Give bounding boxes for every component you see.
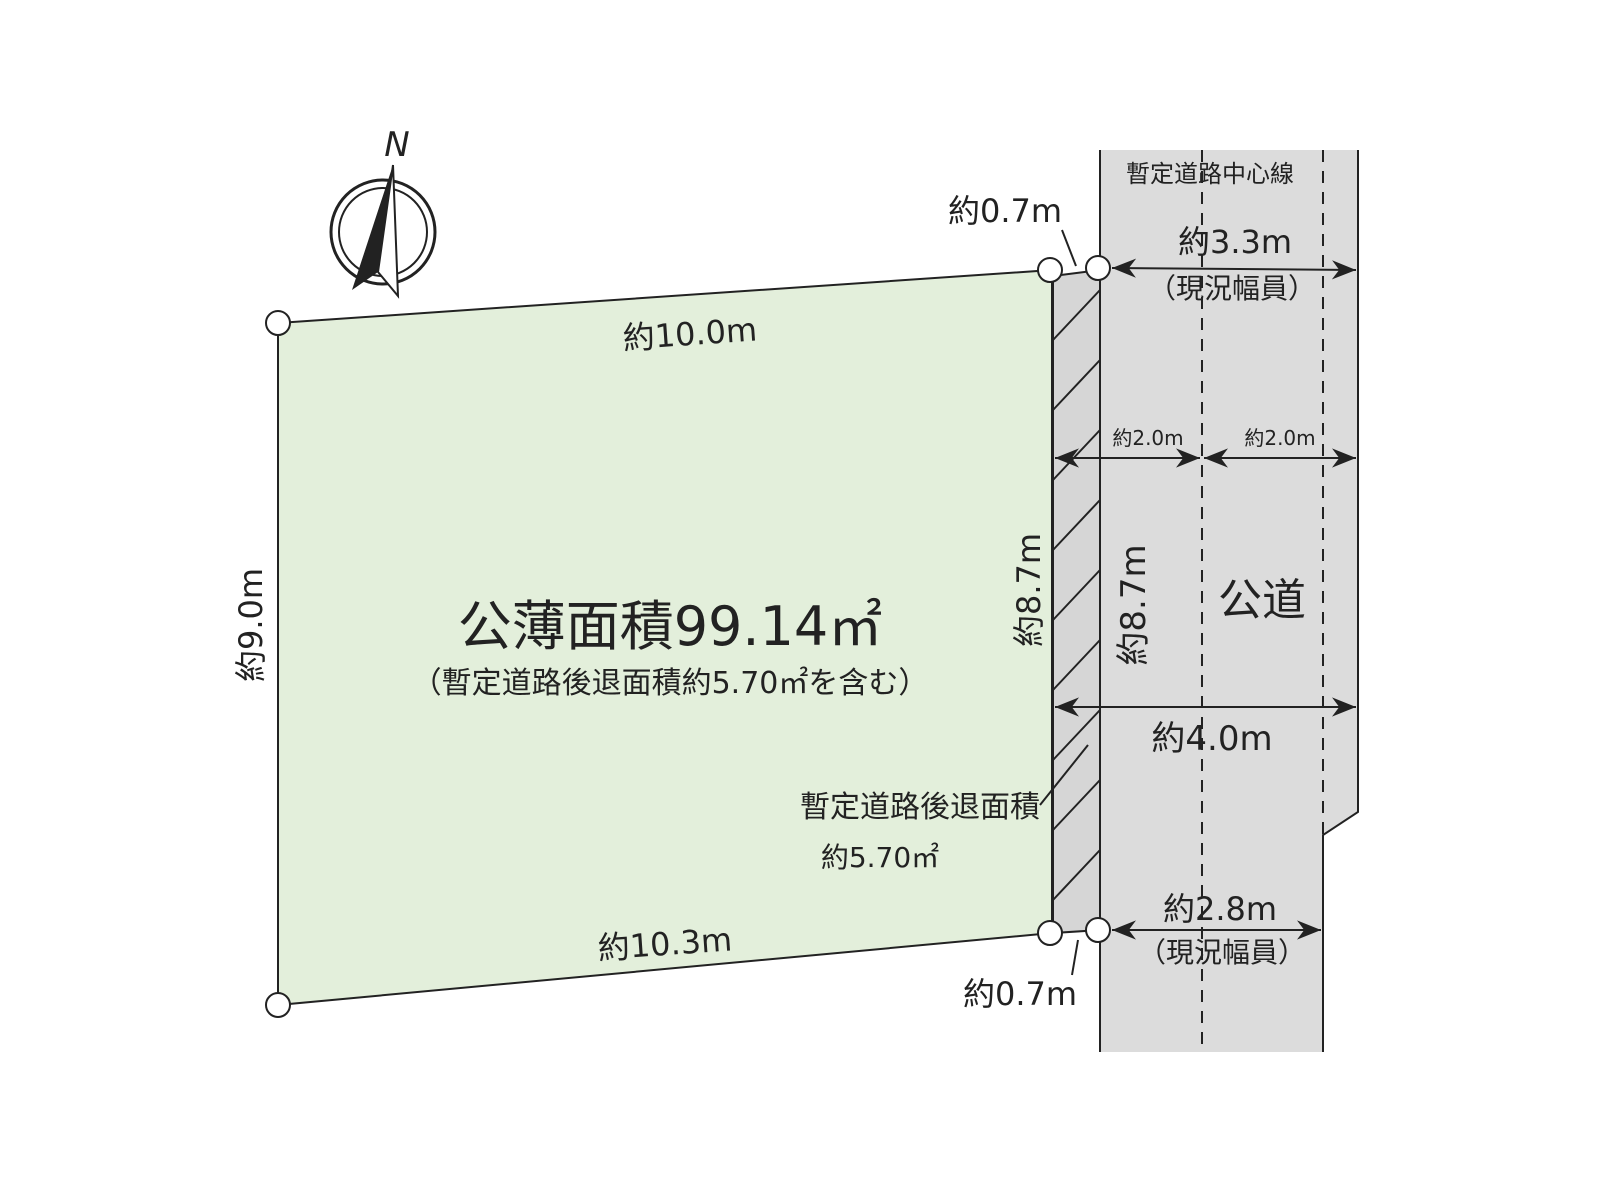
setback-strip (1052, 268, 1101, 935)
setback-hatch (1052, 289, 1101, 901)
setback-length: 約8.7m (1114, 544, 1154, 665)
lot-top-side: 約10.0m (622, 310, 759, 357)
centerline-label: 暫定道路中心線 (1126, 160, 1294, 188)
north-label: N (384, 125, 409, 165)
setback-leader (1039, 744, 1089, 806)
lot-left-side: 約9.0m (232, 568, 270, 682)
setback-label-line2: 約5.70㎡ (821, 841, 939, 874)
bottom-offset-leader (1071, 939, 1079, 976)
road-half-left: 約2.0m (1112, 426, 1183, 450)
road-right-edge (1322, 150, 1359, 1052)
road-half-right: 約2.0m (1244, 426, 1315, 450)
setback-bottom-offset: 約0.7m (963, 975, 1077, 1013)
lot-right-side: 約8.7m (1010, 533, 1048, 647)
public-road (1100, 150, 1358, 1052)
road-bottom-width-note: （現況幅員） (1138, 936, 1306, 969)
lot-area-note: （暫定道路後退面積約5.70㎡を含む） (412, 666, 929, 701)
road-top-width-note: （現況幅員） (1148, 272, 1316, 305)
road-top-width: 約3.3m (1178, 223, 1292, 261)
road-bottom-width: 約2.8m (1163, 890, 1277, 928)
top-offset-leader (1061, 229, 1077, 267)
north-arrow-icon: N (329, 125, 437, 299)
setback-top-offset: 約0.7m (948, 192, 1062, 230)
setback-label-line1: 暫定道路後退面積 (800, 790, 1040, 825)
lot-area-title: 公薄面積99.14㎡ (458, 595, 883, 658)
boundary-markers (265, 255, 1111, 1018)
top-width-dimension (1111, 258, 1357, 280)
road-full-width: 約4.0m (1151, 719, 1272, 759)
road-name: 公道 (1218, 575, 1306, 626)
lot-bottom-side: 約10.3m (597, 920, 734, 967)
